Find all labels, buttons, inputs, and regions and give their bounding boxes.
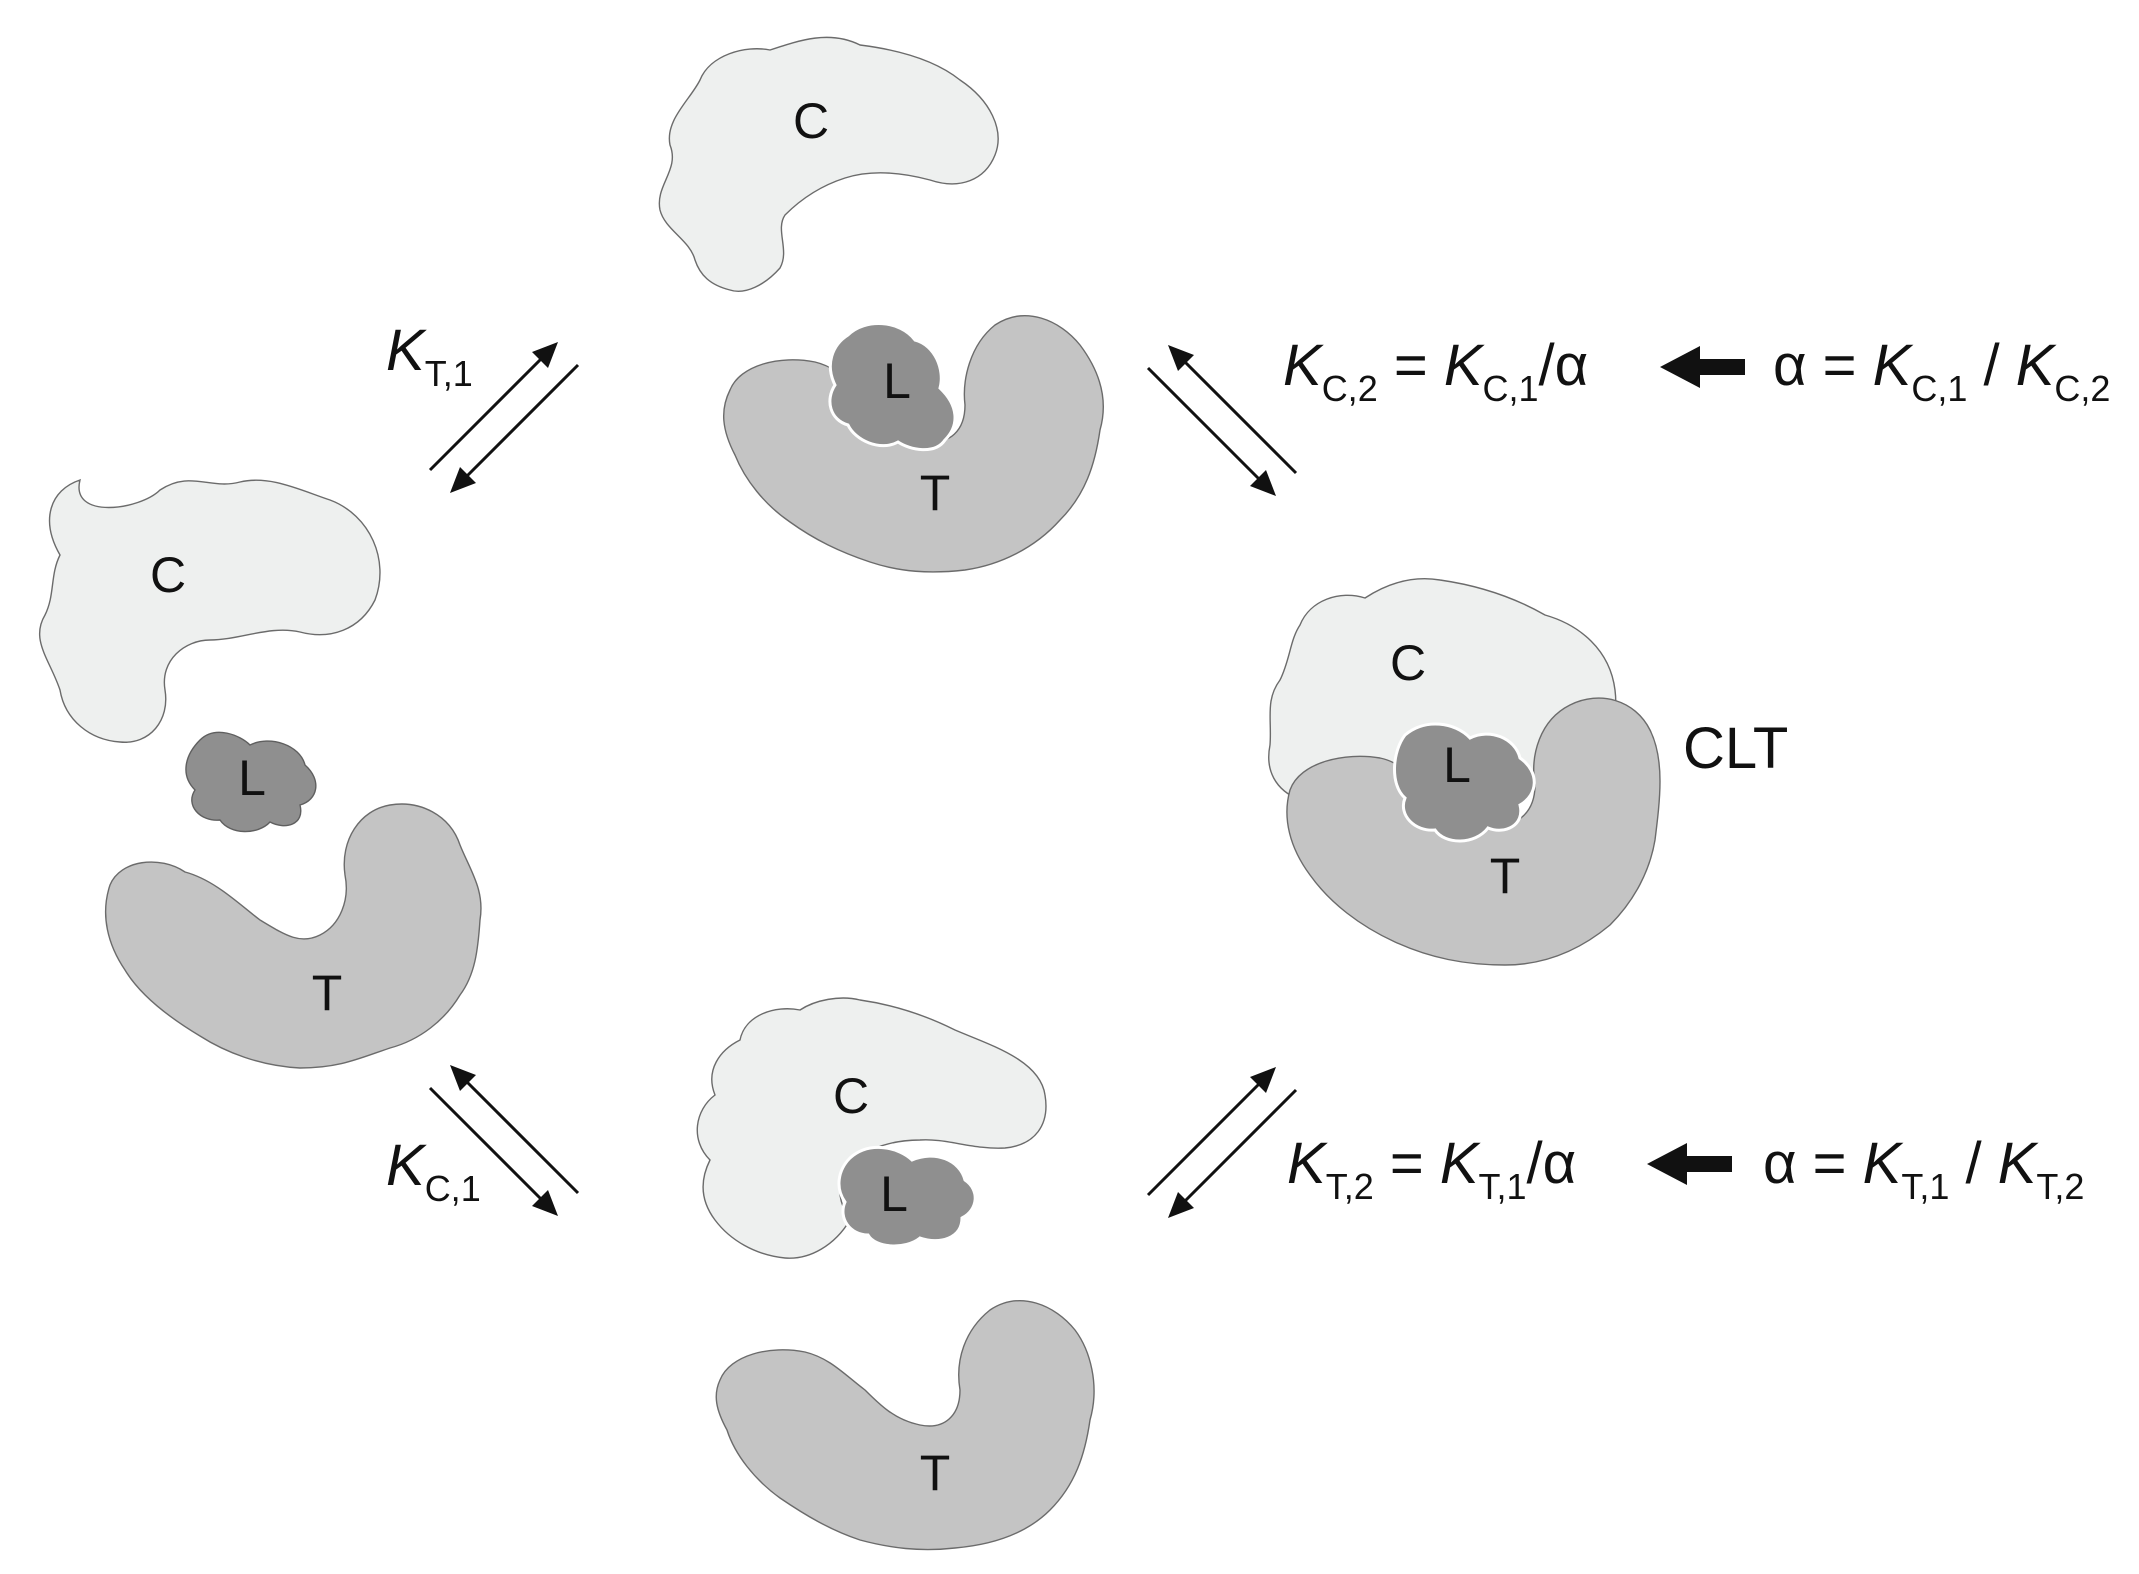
equilibrium-arrow-top-left — [428, 342, 580, 493]
k-t1-label: KT,1 — [386, 318, 473, 394]
right-clt-complex: C L T CLT — [1268, 578, 1788, 966]
top-c-shape — [658, 36, 999, 292]
clt-complex-label: CLT — [1683, 716, 1788, 781]
k-c1-label: KC,1 — [386, 1133, 481, 1209]
clt-l-shape — [1393, 722, 1536, 843]
left-free-components: C L T — [39, 478, 482, 1069]
implication-arrow-top — [1660, 346, 1745, 388]
clt-l-label: L — [1443, 737, 1471, 793]
left-t-label: T — [312, 965, 343, 1021]
bottom-l-label: L — [880, 1166, 908, 1222]
left-l-shape — [185, 731, 317, 833]
bottom-c-shape — [696, 997, 1047, 1259]
equilibrium-arrow-bottom-right — [1146, 1067, 1298, 1218]
top-l-label: L — [883, 353, 911, 409]
top-c-plus-lt: C L T — [658, 36, 1104, 573]
bottom-cl-plus-t: C L T — [696, 997, 1095, 1551]
top-c-label: C — [793, 93, 829, 149]
bottom-l-shape — [837, 1145, 977, 1248]
left-c-shape — [39, 478, 381, 743]
alpha-c-definition: α = KC,1 / KC,2 — [1773, 333, 2110, 409]
k-t2-equation: KT,2 = KT,1/α — [1287, 1131, 1576, 1207]
bottom-t-shape — [715, 1300, 1095, 1551]
left-l-label: L — [238, 750, 266, 806]
equilibrium-arrow-top-right — [1146, 345, 1298, 496]
implication-arrow-bottom — [1647, 1143, 1732, 1185]
left-t-shape — [104, 803, 482, 1069]
left-c-label: C — [150, 547, 186, 603]
k-c2-equation: KC,2 = KC,1/α — [1283, 333, 1588, 409]
alpha-t-definition: α = KT,1 / KT,2 — [1763, 1131, 2084, 1207]
clt-c-label: C — [1390, 635, 1426, 691]
bottom-c-label: C — [833, 1068, 869, 1124]
clt-t-label: T — [1490, 848, 1521, 904]
bottom-t-label: T — [920, 1445, 951, 1501]
top-t-label: T — [920, 465, 951, 521]
equilibrium-arrow-bottom-left — [428, 1065, 580, 1216]
top-l-shape — [828, 322, 957, 452]
